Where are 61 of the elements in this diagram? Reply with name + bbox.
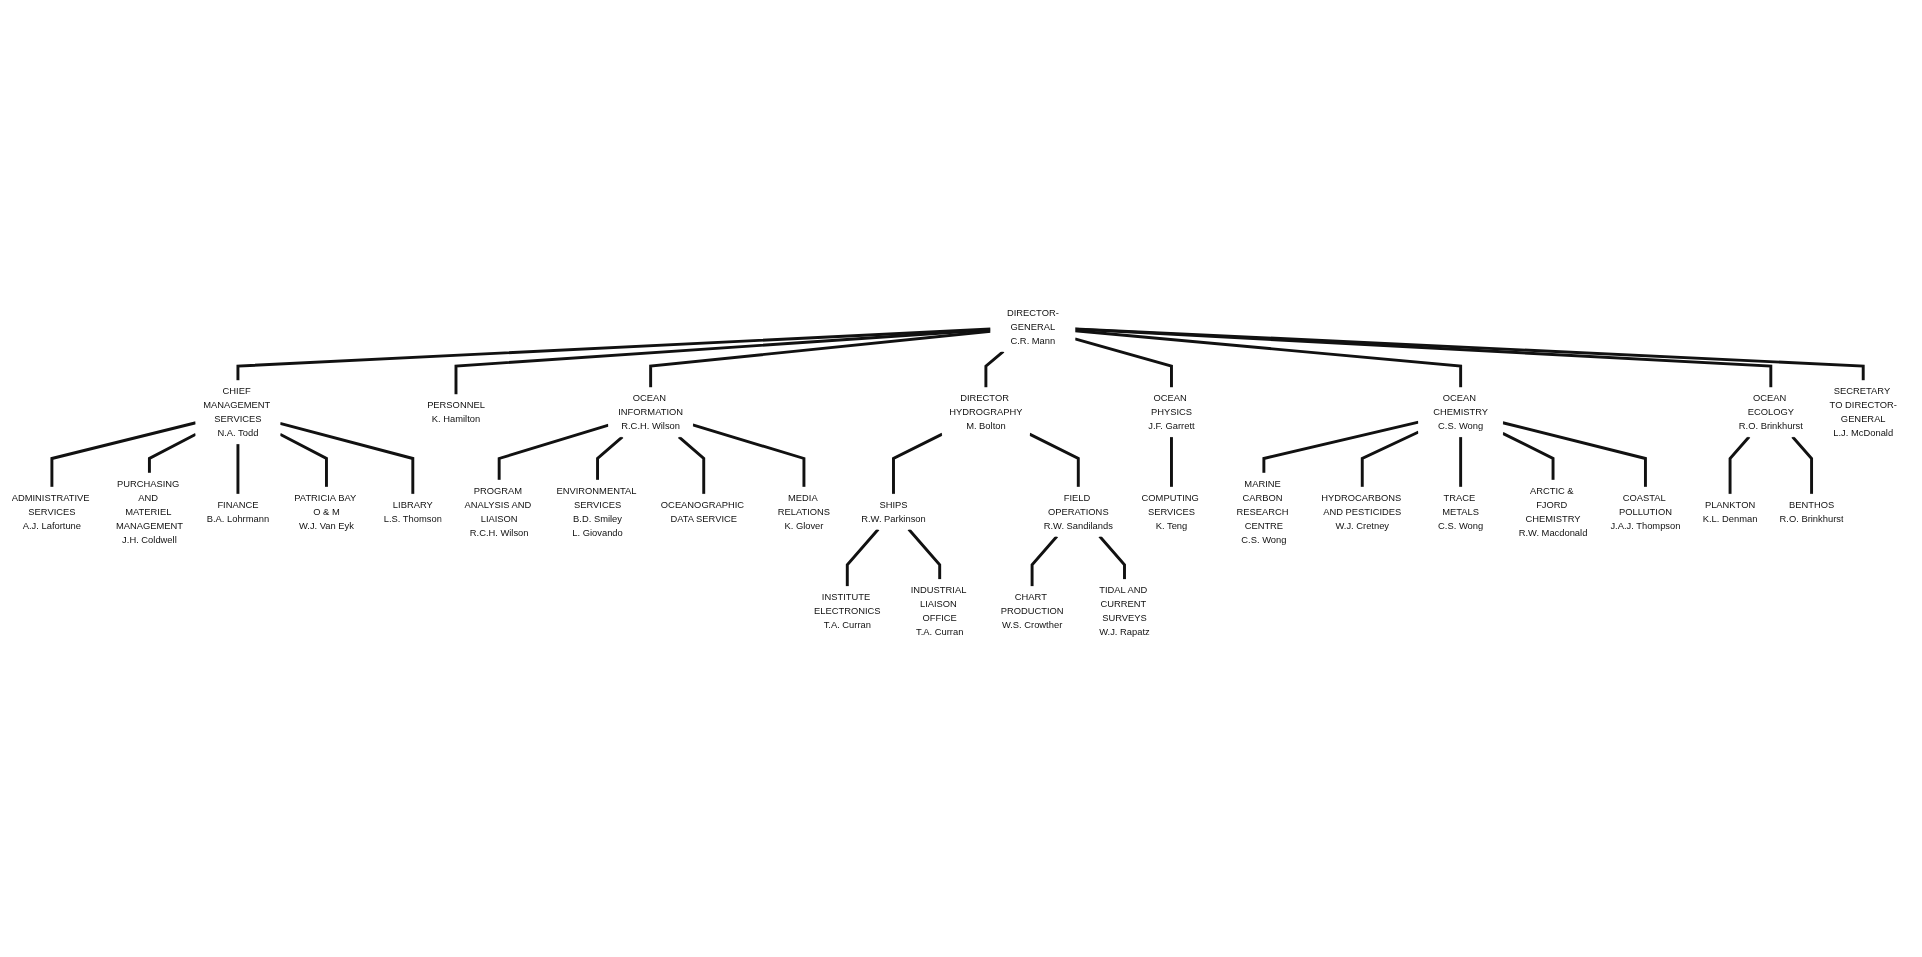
- node-text: INSTITUTE ELECTRONICS T.A. Curran: [814, 591, 881, 630]
- node-text: PURCHASING AND MATERIEL MANAGEMENT J.H. Coldwell: [115, 478, 183, 545]
- node-text: LIBRARY L.S. Thomson: [383, 499, 442, 524]
- node-text: ADMINISTRATIVE SERVICES A.J. Lafortune: [11, 492, 90, 531]
- connector: [984, 350, 1005, 388]
- node-text: SHIPS R.W. Parkinson: [861, 499, 926, 524]
- connector: [907, 528, 942, 580]
- connector: [677, 435, 706, 495]
- connector: [1360, 430, 1420, 488]
- node-text: COASTAL POLLUTION J.A.J. Thompson: [1610, 492, 1681, 531]
- node-text: OCEAN INFORMATION R.C.H. Wilson: [618, 392, 684, 431]
- node-text: ENVIRONMENTAL SERVICES B.D. Smiley L. Giovando: [556, 485, 637, 538]
- node-text: TRACE METALS C.S. Wong: [1438, 492, 1484, 531]
- connector: [1262, 420, 1419, 474]
- node-text: PERSONNEL K. Hamilton: [427, 399, 485, 424]
- connector: [147, 432, 197, 474]
- connector: [1074, 337, 1173, 388]
- node-text: COMPUTING SERVICES K. Teng: [1141, 492, 1199, 531]
- connector: [1459, 436, 1463, 488]
- node-text: PROGRAM ANALYSIS AND LIAISON R.C.H. Wilson: [464, 485, 532, 538]
- node-text: SECRETARY TO DIRECTOR-GENERAL L.J. McDonald: [1829, 385, 1897, 438]
- node-text: TIDAL AND CURRENT SURVEYS W.J. Rapatz: [1099, 584, 1150, 637]
- connector: [50, 421, 197, 488]
- connector: [1074, 327, 1773, 388]
- connector: [845, 528, 880, 587]
- node-text: PATRICIA BAY O & M W.J. Van Eyk: [294, 492, 357, 531]
- connector: [1502, 421, 1647, 488]
- node-text: HYDROCARBONS AND PESTICIDES W.J. Cretney: [1321, 492, 1402, 531]
- connector: [692, 423, 806, 488]
- connector: [497, 423, 609, 481]
- connector: [1028, 432, 1080, 488]
- connector: [1170, 436, 1173, 488]
- node-text: PLANKTON K.L. Denman: [1702, 499, 1758, 524]
- node-text: FIELD OPERATIONS R.W. Sandilands: [1043, 492, 1113, 531]
- node-text: CHIEF MANAGEMENT SERVICES N.A. Todd: [203, 385, 271, 438]
- connector: [1098, 535, 1126, 580]
- node-text: OCEAN CHEMISTRY C.S. Wong: [1433, 392, 1489, 431]
- connector: [279, 421, 415, 495]
- node-text: MARINE CARBON RESEARCH CENTRE C.S. Wong: [1236, 478, 1289, 545]
- connector: [1791, 435, 1814, 495]
- node-text: OCEANOGRAPHIC DATA SERVICE: [660, 499, 745, 524]
- connector: [1074, 329, 1463, 388]
- connector: [1502, 432, 1555, 481]
- connector: [454, 328, 991, 395]
- node-text: BENTHOS R.O. Brinkhurst: [1779, 499, 1844, 524]
- node-text: CHART PRODUCTION W.S. Crowther: [1000, 591, 1064, 630]
- node-text: FINANCE B.A. Lohrmann: [206, 499, 270, 524]
- node-text: INDUSTRIAL LIAISON OFFICE T.A. Curran: [910, 584, 967, 637]
- connector: [236, 443, 240, 495]
- connector: [279, 432, 328, 488]
- node-text: DIRECTOR-GENERAL C.R. Mann: [1006, 307, 1059, 346]
- connector: [596, 435, 624, 481]
- connector: [1074, 327, 1865, 381]
- connector: [1728, 435, 1751, 495]
- node-text: MEDIA RELATIONS K. Glover: [777, 492, 831, 531]
- connector: [1030, 535, 1059, 587]
- connector: [649, 329, 991, 388]
- node-text: OCEAN PHYSICS J.F. Garrett: [1148, 392, 1195, 431]
- node-text: ARCTIC & FJORD CHEMISTRY R.W. Macdonald: [1518, 485, 1588, 538]
- node-text: DIRECTOR HYDROGRAPHY M. Bolton: [949, 392, 1023, 431]
- node-text: OCEAN ECOLOGY R.O. Brinkhurst: [1738, 392, 1803, 431]
